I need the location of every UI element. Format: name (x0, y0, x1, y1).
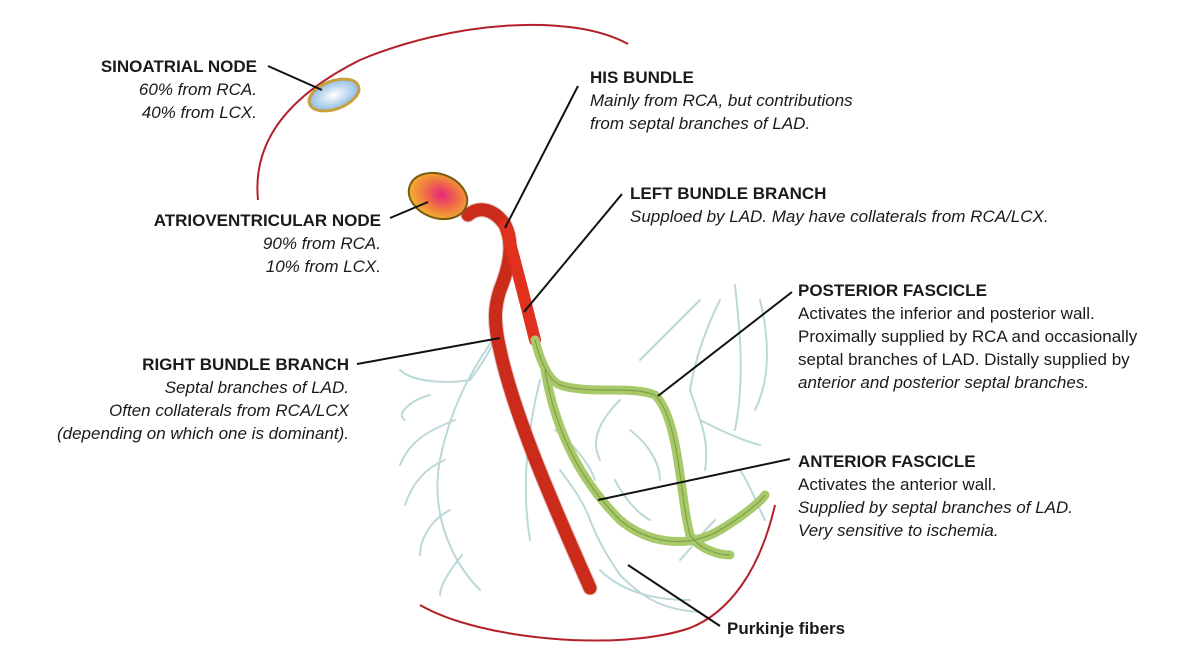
posterior-fascicle-plain-1: Activates the inferior and posterior wal… (798, 304, 1095, 323)
right-bundle-branch-title: RIGHT BUNDLE BRANCH (142, 355, 349, 374)
left-bundle-branch-label: LEFT BUNDLE BRANCH Supploed by LAD. May … (630, 182, 1049, 228)
av-node-line-1: 90% from RCA. (262, 234, 381, 253)
anterior-fascicle-plain-1: Activates the anterior wall. (798, 475, 997, 494)
sa-node-line-1: 60% from RCA. (138, 80, 257, 99)
leader-lines (267, 65, 793, 627)
anterior-fascicle-line-2: Very sensitive to ischemia. (798, 521, 999, 540)
av-node-label: ATRIOVENTRICULAR NODE 90% from RCA. 10% … (100, 209, 381, 278)
his-bundle-line-2: from septal branches of LAD. (590, 114, 811, 133)
posterior-fascicle-title: POSTERIOR FASCICLE (798, 281, 987, 300)
right-bundle-branch-line-2: Often collaterals from RCA/LCX (109, 401, 349, 420)
anterior-fascicle-line-1: Supplied by septal branches of LAD. (798, 498, 1074, 517)
av-node-title: ATRIOVENTRICULAR NODE (153, 211, 381, 230)
his-bundle-title: HIS BUNDLE (590, 68, 694, 87)
sa-node-title: SINOATRIAL NODE (100, 57, 257, 76)
posterior-fascicle-line-1: anterior and posterior septal branches. (798, 373, 1090, 392)
purkinje-fibers-label: Purkinje fibers (727, 617, 845, 640)
anterior-fascicle-label: ANTERIOR FASCICLE Activates the anterior… (798, 450, 1073, 542)
left-bundle-branch-title: LEFT BUNDLE BRANCH (630, 184, 827, 203)
his-bundle-line-1: Mainly from RCA, but contributions (590, 91, 853, 110)
right-bundle-branch-line-3: (depending on which one is dominant). (56, 424, 349, 443)
posterior-fascicle-plain-3: septal branches of LAD. Distally supplie… (798, 350, 1130, 369)
sa-node-line-2: 40% from LCX. (141, 103, 257, 122)
posterior-fascicle-label: POSTERIOR FASCICLE Activates the inferio… (798, 279, 1137, 394)
heart-outline-top (256, 23, 629, 201)
sa-node-shape (307, 77, 361, 113)
left-bundle-branch-line-1: Supploed by LAD. May have collaterals fr… (630, 207, 1049, 226)
his-bundle-path (499, 219, 541, 346)
his-bundle-label: HIS BUNDLE Mainly from RCA, but contribu… (590, 66, 853, 135)
posterior-fascicle-plain-2: Proximally supplied by RCA and occasiona… (798, 327, 1138, 346)
right-bundle-branch-label: RIGHT BUNDLE BRANCH Septal branches of L… (0, 353, 349, 445)
av-node-line-2: 10% from LCX. (265, 257, 381, 276)
av-node-shape (407, 171, 469, 221)
sa-node-label: SINOATRIAL NODE 60% from RCA. 40% from L… (60, 55, 257, 124)
anterior-fascicle-title: ANTERIOR FASCICLE (798, 452, 976, 471)
heart-outline-bottom (419, 504, 776, 642)
purkinje-fibers-title: Purkinje fibers (727, 619, 846, 638)
right-bundle-branch-line-1: Septal branches of LAD. (164, 378, 349, 397)
